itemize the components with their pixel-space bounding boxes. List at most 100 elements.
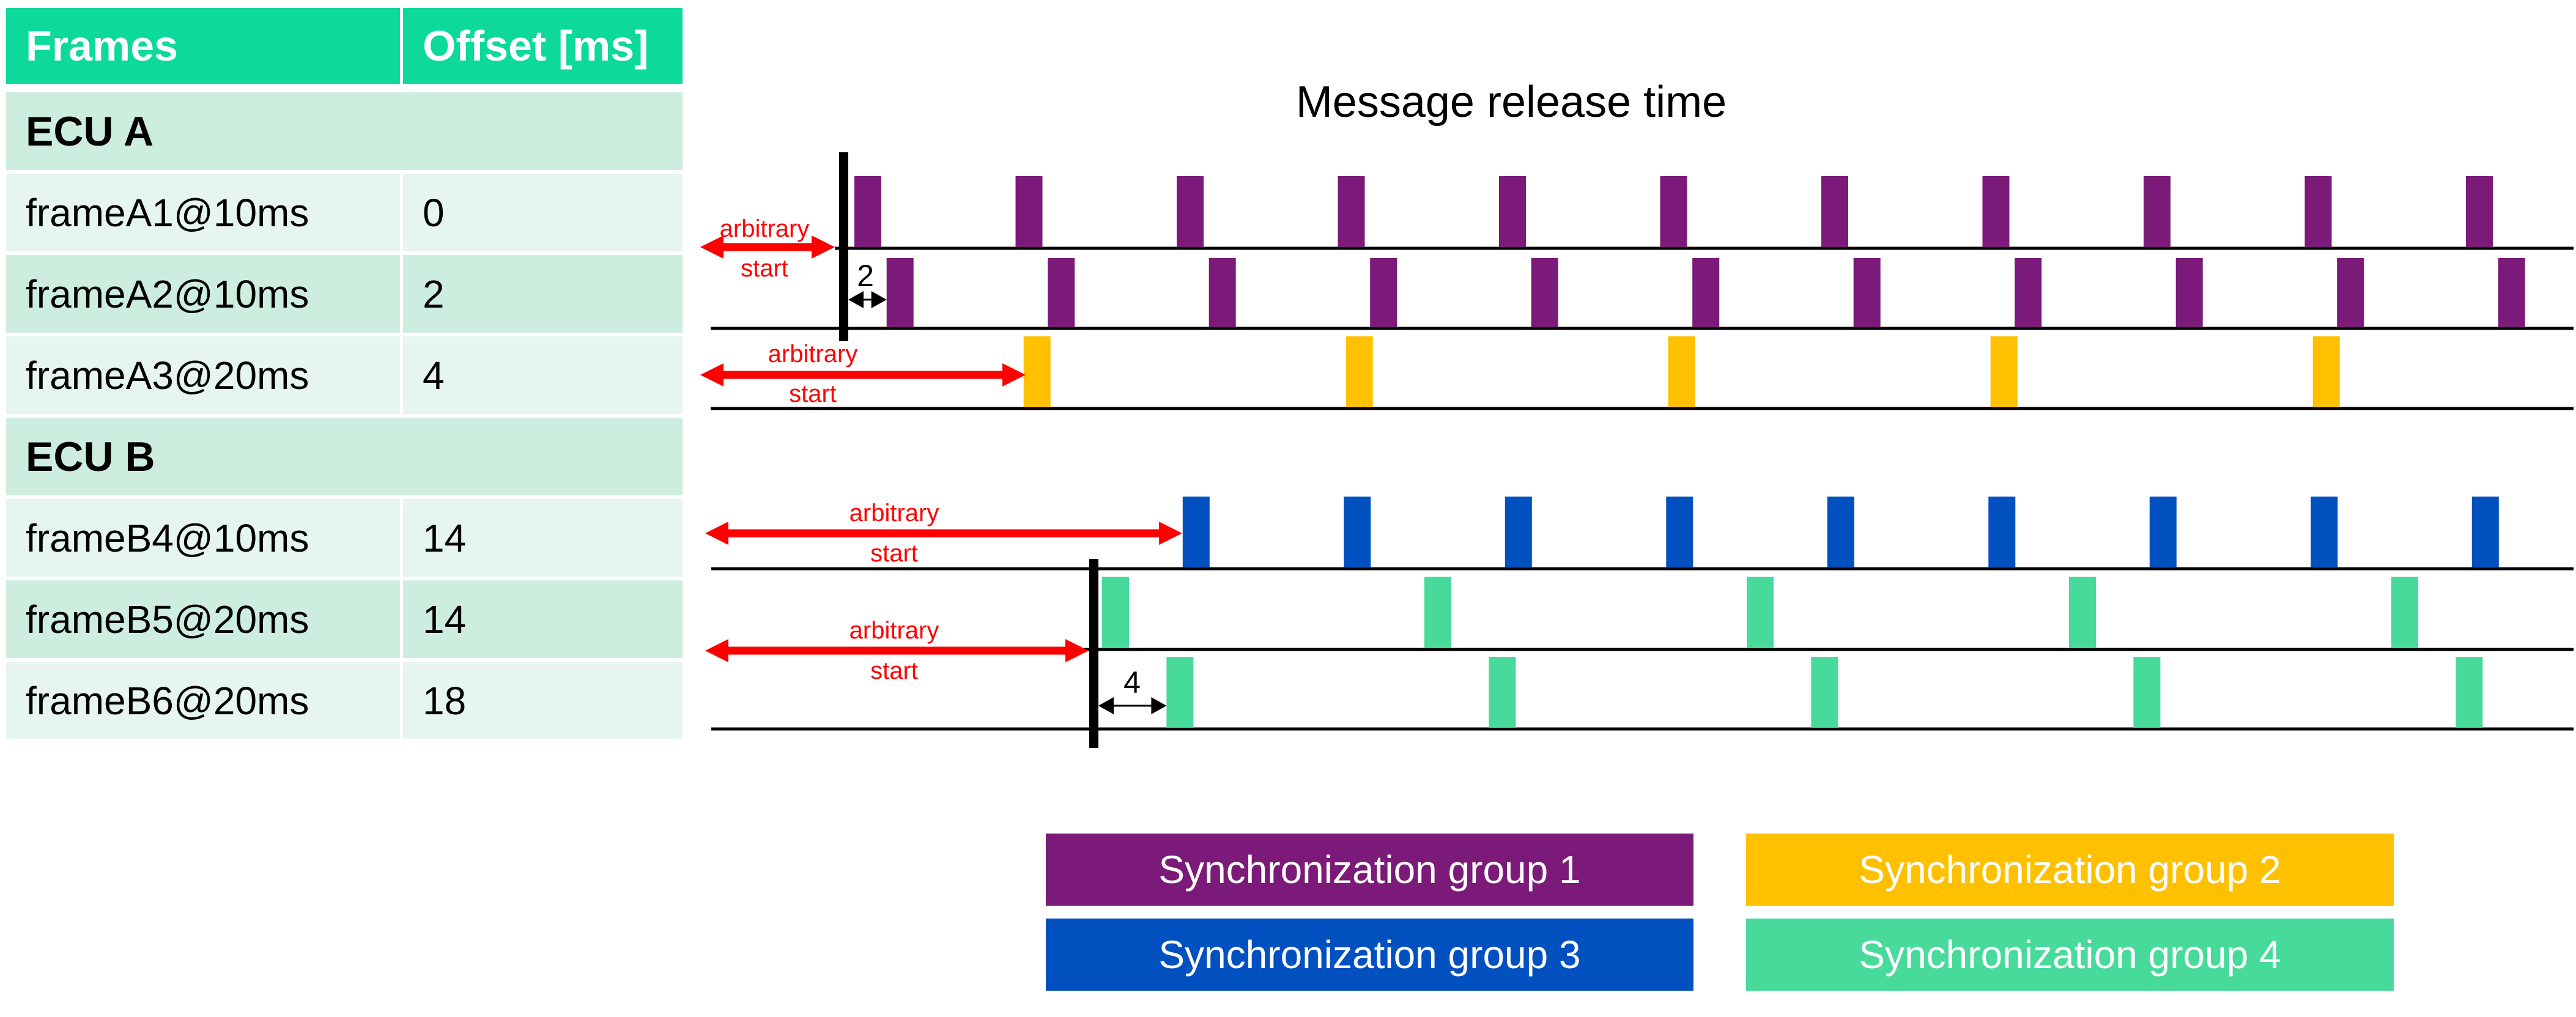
release-bar-frameB4 bbox=[1344, 497, 1371, 568]
frame-offset: 2 bbox=[403, 255, 683, 333]
release-bar-frameA1 bbox=[1015, 176, 1043, 247]
release-bar-frameA3 bbox=[1668, 336, 1695, 407]
release-bar-frameA2 bbox=[1370, 258, 1397, 327]
release-bar-frameA1 bbox=[1338, 176, 1365, 247]
arbitrary-label: arbitrary bbox=[849, 500, 939, 527]
offset-value-label: 2 bbox=[857, 259, 874, 293]
legend-group-3: Synchronization group 3 bbox=[1046, 919, 1693, 991]
release-bar-frameB6 bbox=[2133, 657, 2161, 728]
table-row: frameA2@10ms 2 bbox=[6, 255, 683, 333]
release-bar-frameB4 bbox=[2471, 497, 2499, 568]
frame-offset: 14 bbox=[403, 580, 683, 658]
offset-arrowhead-left-icon bbox=[848, 291, 864, 308]
table-row: frameA1@10ms 0 bbox=[6, 174, 683, 251]
offset-arrowhead-right-icon bbox=[1151, 697, 1167, 714]
table-header-row: Frames Offset [ms] bbox=[6, 8, 683, 84]
release-bar-frameA1 bbox=[1982, 176, 2010, 247]
release-bar-frameA2 bbox=[1208, 258, 1236, 327]
frame-name: frameA1@10ms bbox=[6, 174, 400, 251]
release-bar-frameA2 bbox=[2175, 258, 2203, 327]
legend-group-4: Synchronization group 4 bbox=[1746, 919, 2394, 991]
release-bar-frameB5 bbox=[2391, 577, 2418, 648]
release-bar-frameA2 bbox=[1048, 258, 1075, 327]
release-bar-frameB4 bbox=[2149, 497, 2177, 568]
release-bar-frameA1 bbox=[2144, 176, 2171, 247]
frame-name: frameB4@10ms bbox=[6, 499, 400, 577]
release-bar-frameB5 bbox=[1424, 577, 1451, 648]
release-bar-frameB4 bbox=[1182, 497, 1210, 568]
arrowhead-right-icon bbox=[812, 235, 835, 259]
release-bar-frameB5 bbox=[1102, 577, 1129, 648]
start-label: start bbox=[741, 255, 788, 282]
release-bar-frameA1 bbox=[1660, 176, 1687, 247]
release-bar-frameA2 bbox=[2498, 258, 2525, 327]
release-bar-frameA2 bbox=[886, 258, 914, 327]
release-bar-frameA1 bbox=[2466, 176, 2493, 247]
group-label: ECU B bbox=[6, 418, 683, 495]
arbitrary-label: arbitrary bbox=[720, 215, 810, 242]
diagram-title: Message release time bbox=[1295, 78, 1727, 127]
arrowhead-right-icon bbox=[1065, 639, 1089, 662]
release-bar-frameA2 bbox=[1692, 258, 1720, 327]
release-bar-frameB5 bbox=[1747, 577, 1774, 648]
release-bar-frameB4 bbox=[1988, 497, 2016, 568]
legend-label: Synchronization group 2 bbox=[1859, 848, 2281, 892]
start-label: start bbox=[870, 657, 918, 684]
legend-label: Synchronization group 3 bbox=[1158, 933, 1581, 977]
table-row: frameB4@10ms 14 bbox=[6, 499, 683, 577]
group-row-ecu-b: ECU B bbox=[6, 418, 683, 495]
group-row-ecu-a: ECU A bbox=[6, 92, 683, 170]
release-bar-frameA2 bbox=[2337, 258, 2364, 327]
table-row: frameB6@20ms 18 bbox=[6, 662, 683, 739]
release-bar-frameA1 bbox=[854, 176, 881, 247]
start-label: start bbox=[789, 380, 837, 407]
frame-name: frameB6@20ms bbox=[6, 662, 400, 739]
release-bar-frameA3 bbox=[1023, 336, 1051, 407]
release-bar-frameA2 bbox=[2015, 258, 2042, 327]
sync-reference-line bbox=[839, 152, 848, 341]
offset-value-label: 4 bbox=[1123, 665, 1141, 700]
release-bar-frameB6 bbox=[2456, 657, 2483, 728]
table-row: frameB5@20ms 14 bbox=[6, 580, 683, 658]
table-row: frameA3@20ms 4 bbox=[6, 336, 683, 414]
group-label: ECU A bbox=[6, 92, 683, 170]
release-bar-frameA2 bbox=[1531, 258, 1558, 327]
arbitrary-label: arbitrary bbox=[768, 341, 858, 368]
arrowhead-right-icon bbox=[1159, 522, 1182, 545]
release-bar-frameA1 bbox=[1499, 176, 1526, 247]
offset-arrowhead-right-icon bbox=[871, 291, 887, 308]
arrowhead-left-icon bbox=[705, 522, 728, 545]
frame-offset: 4 bbox=[403, 336, 683, 414]
legend-group-2: Synchronization group 2 bbox=[1746, 834, 2394, 906]
arbitrary-label: arbitrary bbox=[849, 617, 939, 644]
frame-offset: 18 bbox=[403, 662, 683, 739]
release-bar-frameB6 bbox=[1489, 657, 1516, 728]
arrowhead-left-icon bbox=[705, 639, 728, 662]
release-bar-frameA1 bbox=[1177, 176, 1204, 247]
release-bar-frameA1 bbox=[1821, 176, 1848, 247]
release-bar-frameA2 bbox=[1853, 258, 1881, 327]
legend-label: Synchronization group 1 bbox=[1158, 848, 1581, 892]
release-bar-frameA3 bbox=[1990, 336, 2018, 407]
header-offset: Offset [ms] bbox=[403, 8, 683, 84]
release-bar-frameB5 bbox=[2069, 577, 2096, 648]
release-bar-frameB4 bbox=[1827, 497, 1854, 568]
arrowhead-left-icon bbox=[700, 363, 724, 386]
frame-name: frameA3@20ms bbox=[6, 336, 400, 414]
sync-reference-line bbox=[1089, 559, 1098, 748]
offset-arrowhead-left-icon bbox=[1098, 697, 1114, 714]
arrowhead-left-icon bbox=[700, 235, 724, 259]
release-bar-frameB4 bbox=[1505, 497, 1532, 568]
frame-offset: 14 bbox=[403, 499, 683, 577]
frame-offset: 0 bbox=[403, 174, 683, 251]
release-bar-frameB6 bbox=[1166, 657, 1194, 728]
frame-name: frameA2@10ms bbox=[6, 255, 400, 333]
release-bar-frameA3 bbox=[1345, 336, 1373, 407]
legend-label: Synchronization group 4 bbox=[1859, 933, 2281, 977]
release-bar-frameB4 bbox=[1666, 497, 1693, 568]
frame-name: frameB5@20ms bbox=[6, 580, 400, 658]
release-bar-frameB6 bbox=[1811, 657, 1838, 728]
start-label: start bbox=[870, 540, 918, 567]
release-bar-frameB4 bbox=[2311, 497, 2338, 568]
